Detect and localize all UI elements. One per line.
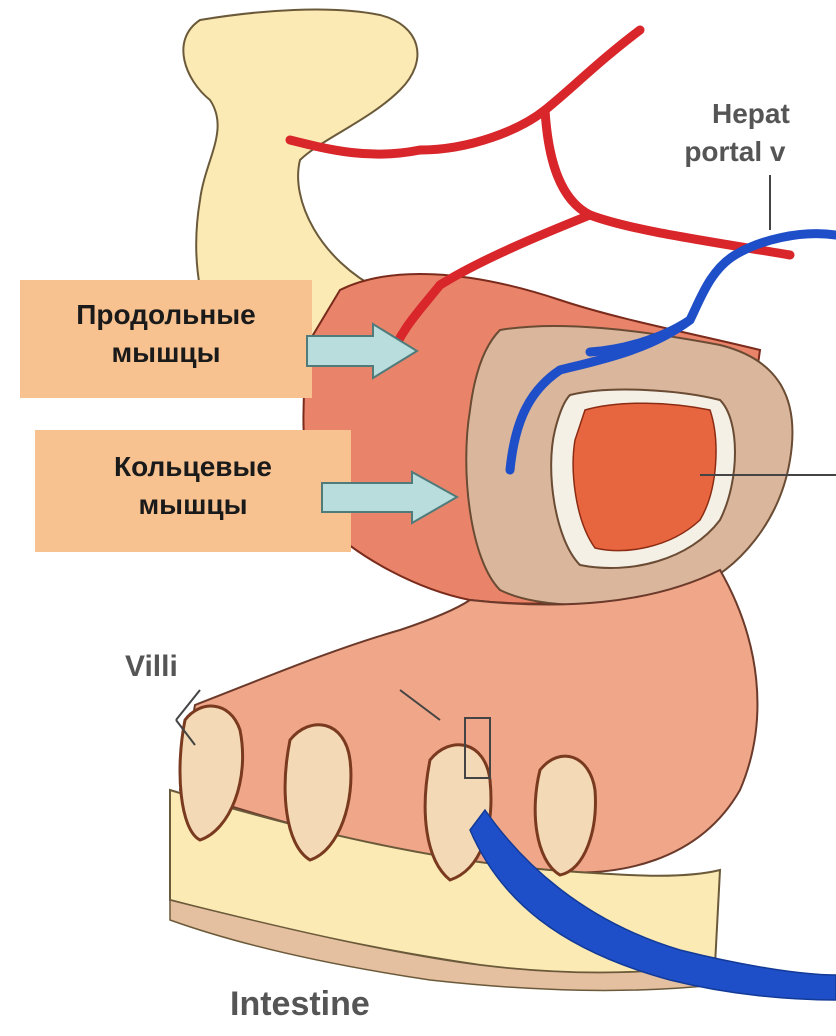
arrow-longitudinal	[305, 322, 420, 380]
callout-longitudinal-line1: Продольные	[20, 296, 312, 334]
label-hepatic-portal: Hepat portal v	[702, 95, 790, 171]
callout-longitudinal-line2: мышцы	[20, 334, 312, 372]
callout-circular-line2: мышцы	[35, 486, 351, 524]
label-hepatic-portal-line2: portal v	[680, 133, 790, 171]
callout-circular-muscles: Кольцевые мышцы	[35, 430, 351, 552]
label-intestine: Intestine	[230, 985, 370, 1024]
arrow-circular	[320, 470, 460, 525]
label-hepatic-portal-line1: Hepat	[702, 95, 790, 133]
label-villi: Villi	[125, 650, 178, 684]
callout-circular-line1: Кольцевые	[35, 448, 351, 486]
callout-longitudinal-muscles: Продольные мышцы	[20, 280, 312, 398]
